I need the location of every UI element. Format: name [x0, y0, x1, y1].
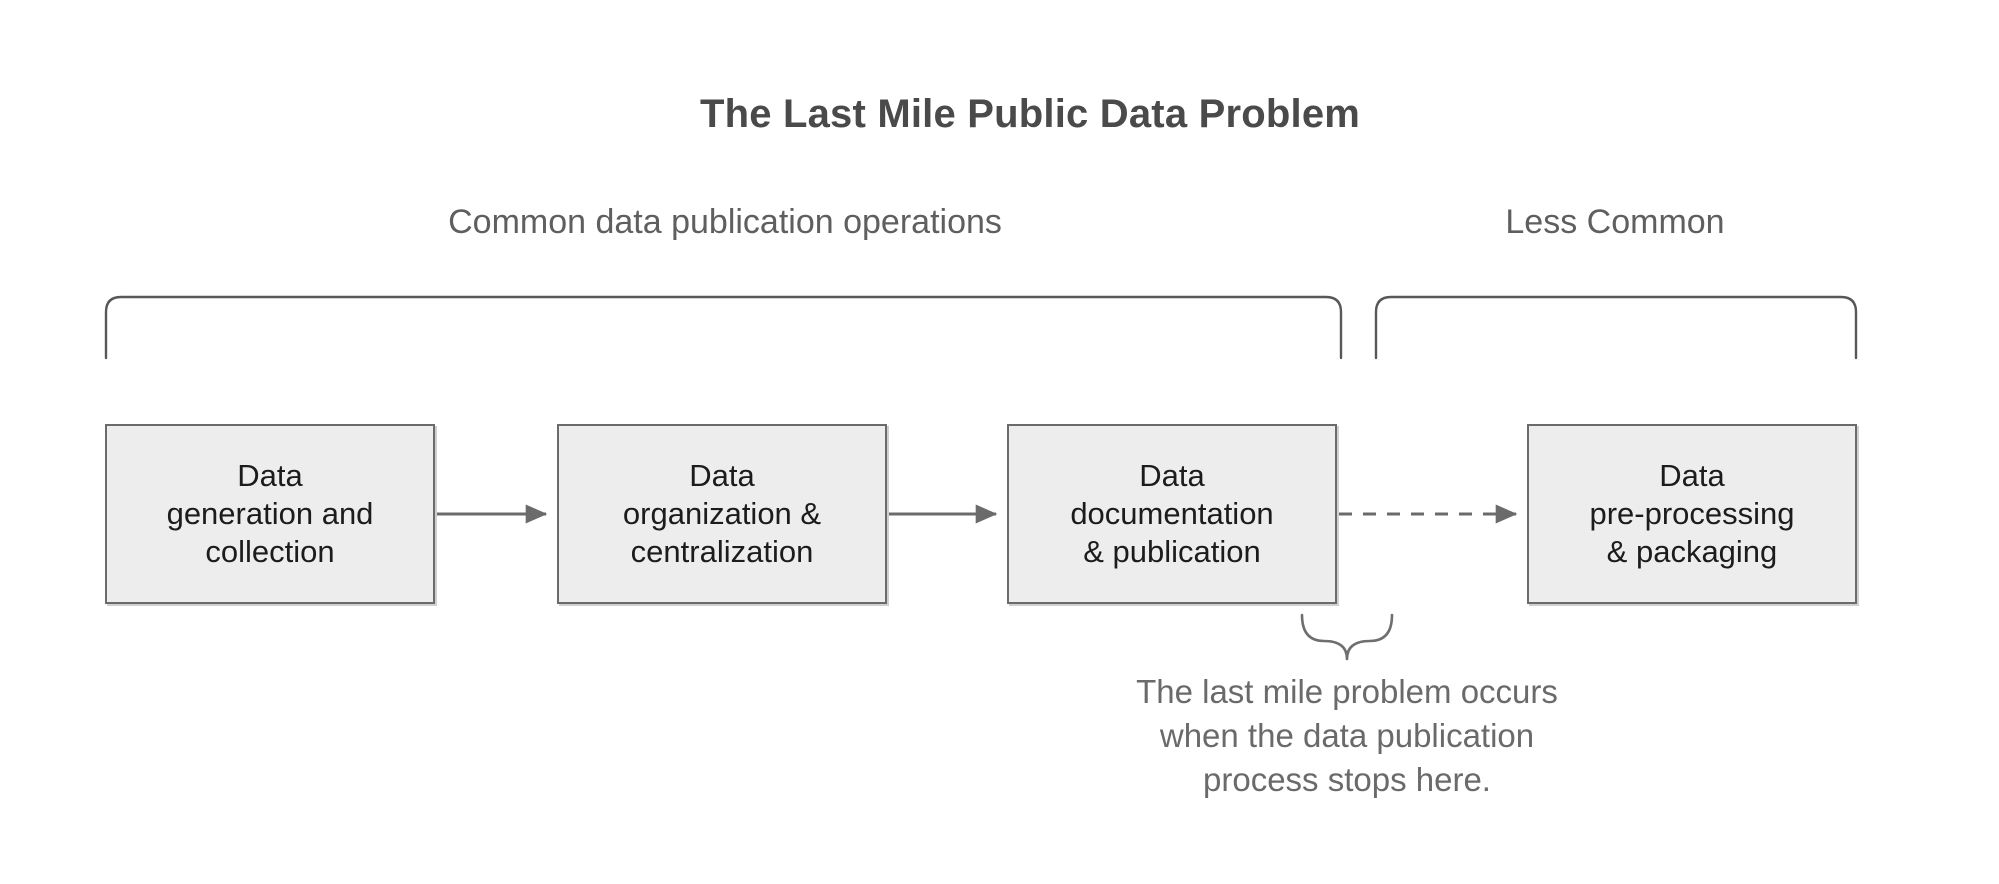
group-heading-common: Common data publication operations	[448, 203, 1002, 241]
process-box-data-documentation-and-publication[interactable]: Data documentation & publication	[1007, 424, 1337, 604]
process-box-label: Data documentation & publication	[1070, 458, 1274, 569]
process-box-data-pre-processing-and-packaging[interactable]: Data pre-processing & packaging	[1527, 424, 1857, 604]
process-box-label: Data organization & centralization	[622, 458, 822, 569]
process-box-label: Data generation and collection	[166, 458, 374, 569]
curly-brace-down-icon	[1300, 613, 1394, 661]
bracket-common-group	[104, 295, 1343, 360]
page-title: The Last Mile Public Data Problem	[699, 92, 1361, 136]
process-box-data-organization-and-centralization[interactable]: Data organization & centralization	[557, 424, 887, 604]
bracket-less-common-group	[1374, 295, 1858, 360]
process-box-label: Data pre-processing & packaging	[1589, 458, 1795, 569]
annotation-caption: The last mile problem occurs when the da…	[1136, 673, 1558, 799]
process-box-data-generation-and-collection[interactable]: Data generation and collection	[105, 424, 435, 604]
group-heading-less-common: Less Common	[1505, 203, 1725, 241]
